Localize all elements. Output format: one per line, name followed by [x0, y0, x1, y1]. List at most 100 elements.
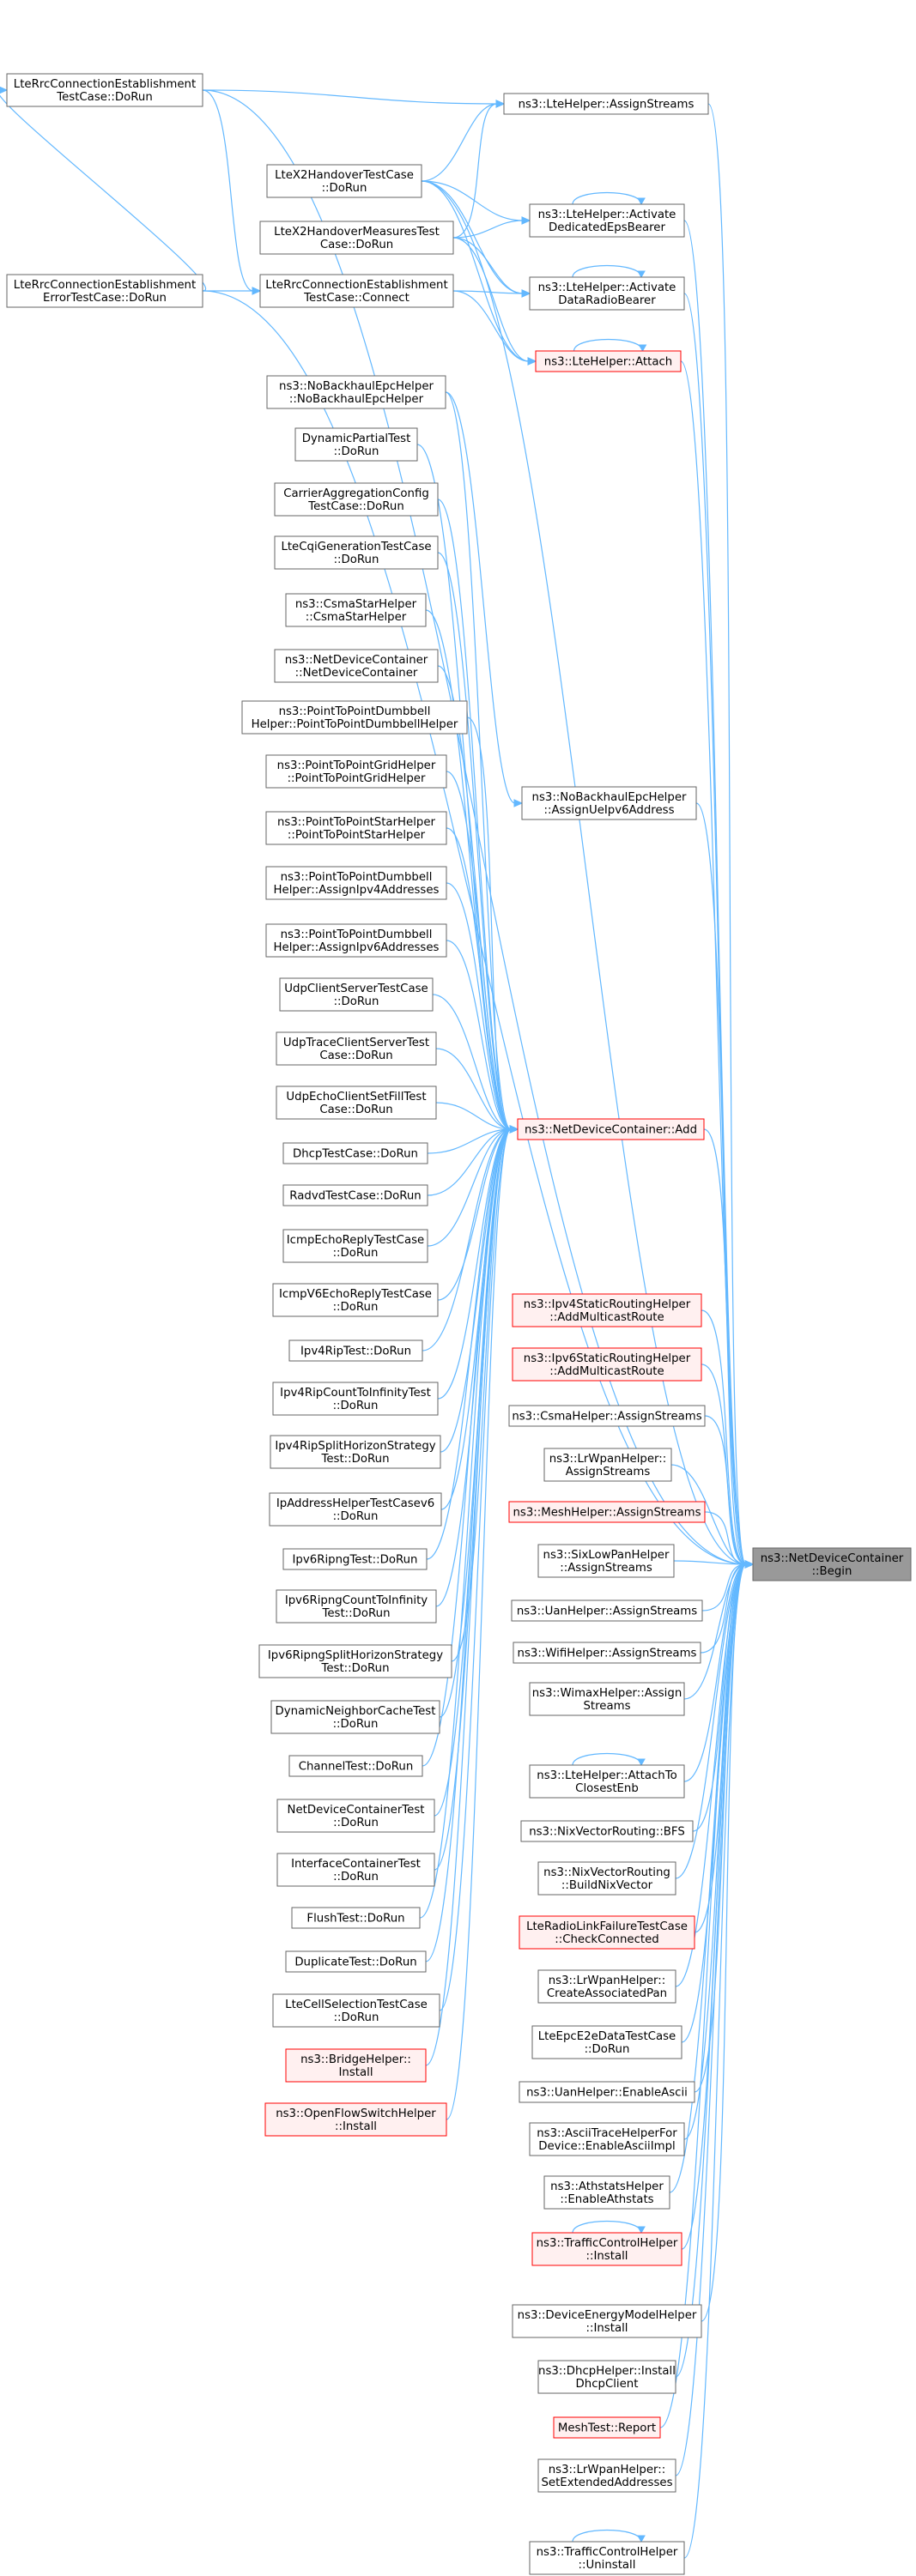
node-box[interactable]: [531, 2232, 682, 2266]
node-box[interactable]: [264, 2102, 447, 2137]
node-box[interactable]: [508, 1405, 706, 1427]
node-lte-attach[interactable]: ns3::LteHelper::Attach: [535, 350, 682, 372]
node-icmpv6-echo[interactable]: IcmpV6EchoReplyTestCase::DoRun: [272, 1283, 439, 1317]
node-box[interactable]: [259, 274, 454, 308]
node-p2p-dumbbell-v6[interactable]: ns3::PointToPointDumbbellHelper::AssignI…: [265, 923, 447, 958]
node-box[interactable]: [258, 1644, 452, 1678]
node-box[interactable]: [265, 866, 447, 900]
node-sixlowpan-assign[interactable]: ns3::SixLowPanHelper::AssignStreams: [537, 1544, 675, 1578]
node-box[interactable]: [512, 2304, 702, 2338]
node-box[interactable]: [537, 1544, 675, 1578]
node-box[interactable]: [6, 73, 203, 107]
node-box[interactable]: [241, 700, 468, 735]
node-mesh-report[interactable]: MeshTest::Report: [553, 2416, 661, 2439]
node-box[interactable]: [752, 1547, 912, 1581]
node-box[interactable]: [512, 1347, 702, 1382]
node-box[interactable]: [274, 482, 439, 517]
node-box[interactable]: [512, 1293, 702, 1327]
node-box[interactable]: [265, 811, 447, 845]
node-udp-cs[interactable]: UdpClientServerTestCase::DoRun: [279, 977, 434, 1012]
node-p2p-dumbbell-ctor[interactable]: ns3::PointToPointDumbbellHelper::PointTo…: [241, 700, 468, 735]
node-box[interactable]: [6, 274, 203, 308]
node-box[interactable]: [537, 1861, 676, 1896]
node-box[interactable]: [270, 1435, 441, 1469]
node-box[interactable]: [291, 1907, 421, 1929]
node-rlf-check[interactable]: LteRadioLinkFailureTestCase::CheckConnec…: [519, 1915, 695, 1950]
node-box[interactable]: [543, 2175, 670, 2210]
node-box[interactable]: [529, 1682, 685, 1716]
node-box[interactable]: [285, 1950, 427, 1973]
node-bridge-install[interactable]: ns3::BridgeHelper::Install: [285, 2048, 427, 2083]
node-box[interactable]: [519, 2081, 695, 2103]
node-box[interactable]: [282, 1184, 428, 1206]
node-nobackhaul-ctor[interactable]: ns3::NoBackhaulEpcHelper::NoBackhaulEpcH…: [266, 375, 446, 409]
node-box[interactable]: [294, 427, 418, 462]
node-box[interactable]: [274, 535, 439, 570]
node-box[interactable]: [272, 1993, 440, 2028]
node-box[interactable]: [537, 2360, 676, 2394]
node-p2p-star[interactable]: ns3::PointToPointStarHelper::PointToPoin…: [265, 811, 447, 845]
node-box[interactable]: [276, 1853, 435, 1887]
node-p2p-dumbbell-v4[interactable]: ns3::PointToPointDumbbellHelper::AssignI…: [265, 866, 447, 900]
node-nobackhaul-assign[interactable]: ns3::NoBackhaulEpcHelper::AssignUeIpv6Ad…: [521, 786, 697, 820]
node-icmp-echo[interactable]: IcmpEchoReplyTestCase::DoRun: [282, 1229, 428, 1263]
node-box[interactable]: [276, 1799, 435, 1833]
node-box[interactable]: [266, 164, 422, 198]
node-ndc-begin[interactable]: ns3::NetDeviceContainer::Begin: [752, 1547, 912, 1581]
node-box[interactable]: [259, 221, 454, 255]
node-ndc-test[interactable]: NetDeviceContainerTest::DoRun: [276, 1799, 435, 1833]
node-activate-eps[interactable]: ns3::LteHelper::ActivateDedicatedEpsBear…: [529, 203, 685, 238]
node-ascii-impl[interactable]: ns3::AsciiTraceHelperForDevice::EnableAs…: [529, 2122, 685, 2156]
node-ipaddr-v6[interactable]: IpAddressHelperTestCasev6::DoRun: [269, 1492, 442, 1527]
node-box[interactable]: [521, 786, 697, 820]
node-openflow-install[interactable]: ns3::OpenFlowSwitchHelper::Install: [264, 2102, 447, 2137]
node-box[interactable]: [285, 2048, 427, 2083]
node-cqi-gen[interactable]: LteCqiGenerationTestCase::DoRun: [274, 535, 439, 570]
node-ipv4-static-mc[interactable]: ns3::Ipv4StaticRoutingHelper::AddMultica…: [512, 1293, 702, 1327]
node-ipv6ripng[interactable]: Ipv6RipngTest::DoRun: [282, 1548, 428, 1570]
node-lte-rrc-err[interactable]: LteRrcConnectionEstablishmentErrorTestCa…: [6, 274, 203, 308]
node-box[interactable]: [266, 375, 446, 409]
node-lte-assign-streams[interactable]: ns3::LteHelper::AssignStreams: [503, 93, 709, 115]
node-ndc-ctor[interactable]: ns3::NetDeviceContainer::NetDeviceContai…: [274, 649, 439, 683]
node-box[interactable]: [529, 2122, 685, 2156]
node-box[interactable]: [285, 593, 427, 627]
node-box[interactable]: [282, 1142, 428, 1164]
node-p2p-grid[interactable]: ns3::PointToPointGridHelper::PointToPoin…: [265, 754, 447, 789]
node-tc-uninstall[interactable]: ns3::TrafficControlHelper::Uninstall: [529, 2541, 685, 2575]
node-energy-install[interactable]: ns3::DeviceEnergyModelHelper::Install: [512, 2304, 702, 2338]
node-box[interactable]: [529, 1764, 685, 1799]
node-box[interactable]: [529, 276, 685, 311]
node-flush-test[interactable]: FlushTest::DoRun: [291, 1907, 421, 1929]
node-box[interactable]: [529, 2541, 685, 2575]
node-box[interactable]: [553, 2416, 661, 2439]
node-box[interactable]: [288, 1339, 423, 1362]
node-ipv6-static-mc[interactable]: ns3::Ipv6StaticRoutingHelper::AddMultica…: [512, 1347, 702, 1382]
node-dyn-partial[interactable]: DynamicPartialTest::DoRun: [294, 427, 418, 462]
node-ipv4rip-count[interactable]: Ipv4RipCountToInfinityTest::DoRun: [272, 1382, 439, 1416]
node-box[interactable]: [537, 1969, 676, 2004]
node-box[interactable]: [288, 1755, 423, 1777]
node-box[interactable]: [543, 1448, 672, 1482]
node-csma-star[interactable]: ns3::CsmaStarHelper::CsmaStarHelper: [285, 593, 427, 627]
node-box[interactable]: [535, 350, 682, 372]
node-box[interactable]: [282, 1548, 428, 1570]
node-box[interactable]: [272, 1382, 439, 1416]
node-nix-build[interactable]: ns3::NixVectorRouting::BuildNixVector: [537, 1861, 676, 1896]
node-radvd-test[interactable]: RadvdTestCase::DoRun: [282, 1184, 428, 1206]
node-x2-handover[interactable]: LteX2HandoverTestCase::DoRun: [266, 164, 422, 198]
node-box[interactable]: [517, 1118, 705, 1140]
node-box[interactable]: [503, 93, 709, 115]
node-box[interactable]: [529, 203, 685, 238]
node-box[interactable]: [531, 2025, 682, 2059]
node-box[interactable]: [276, 1085, 437, 1120]
node-epc-e2e[interactable]: LteEpcE2eDataTestCase::DoRun: [531, 2025, 682, 2059]
